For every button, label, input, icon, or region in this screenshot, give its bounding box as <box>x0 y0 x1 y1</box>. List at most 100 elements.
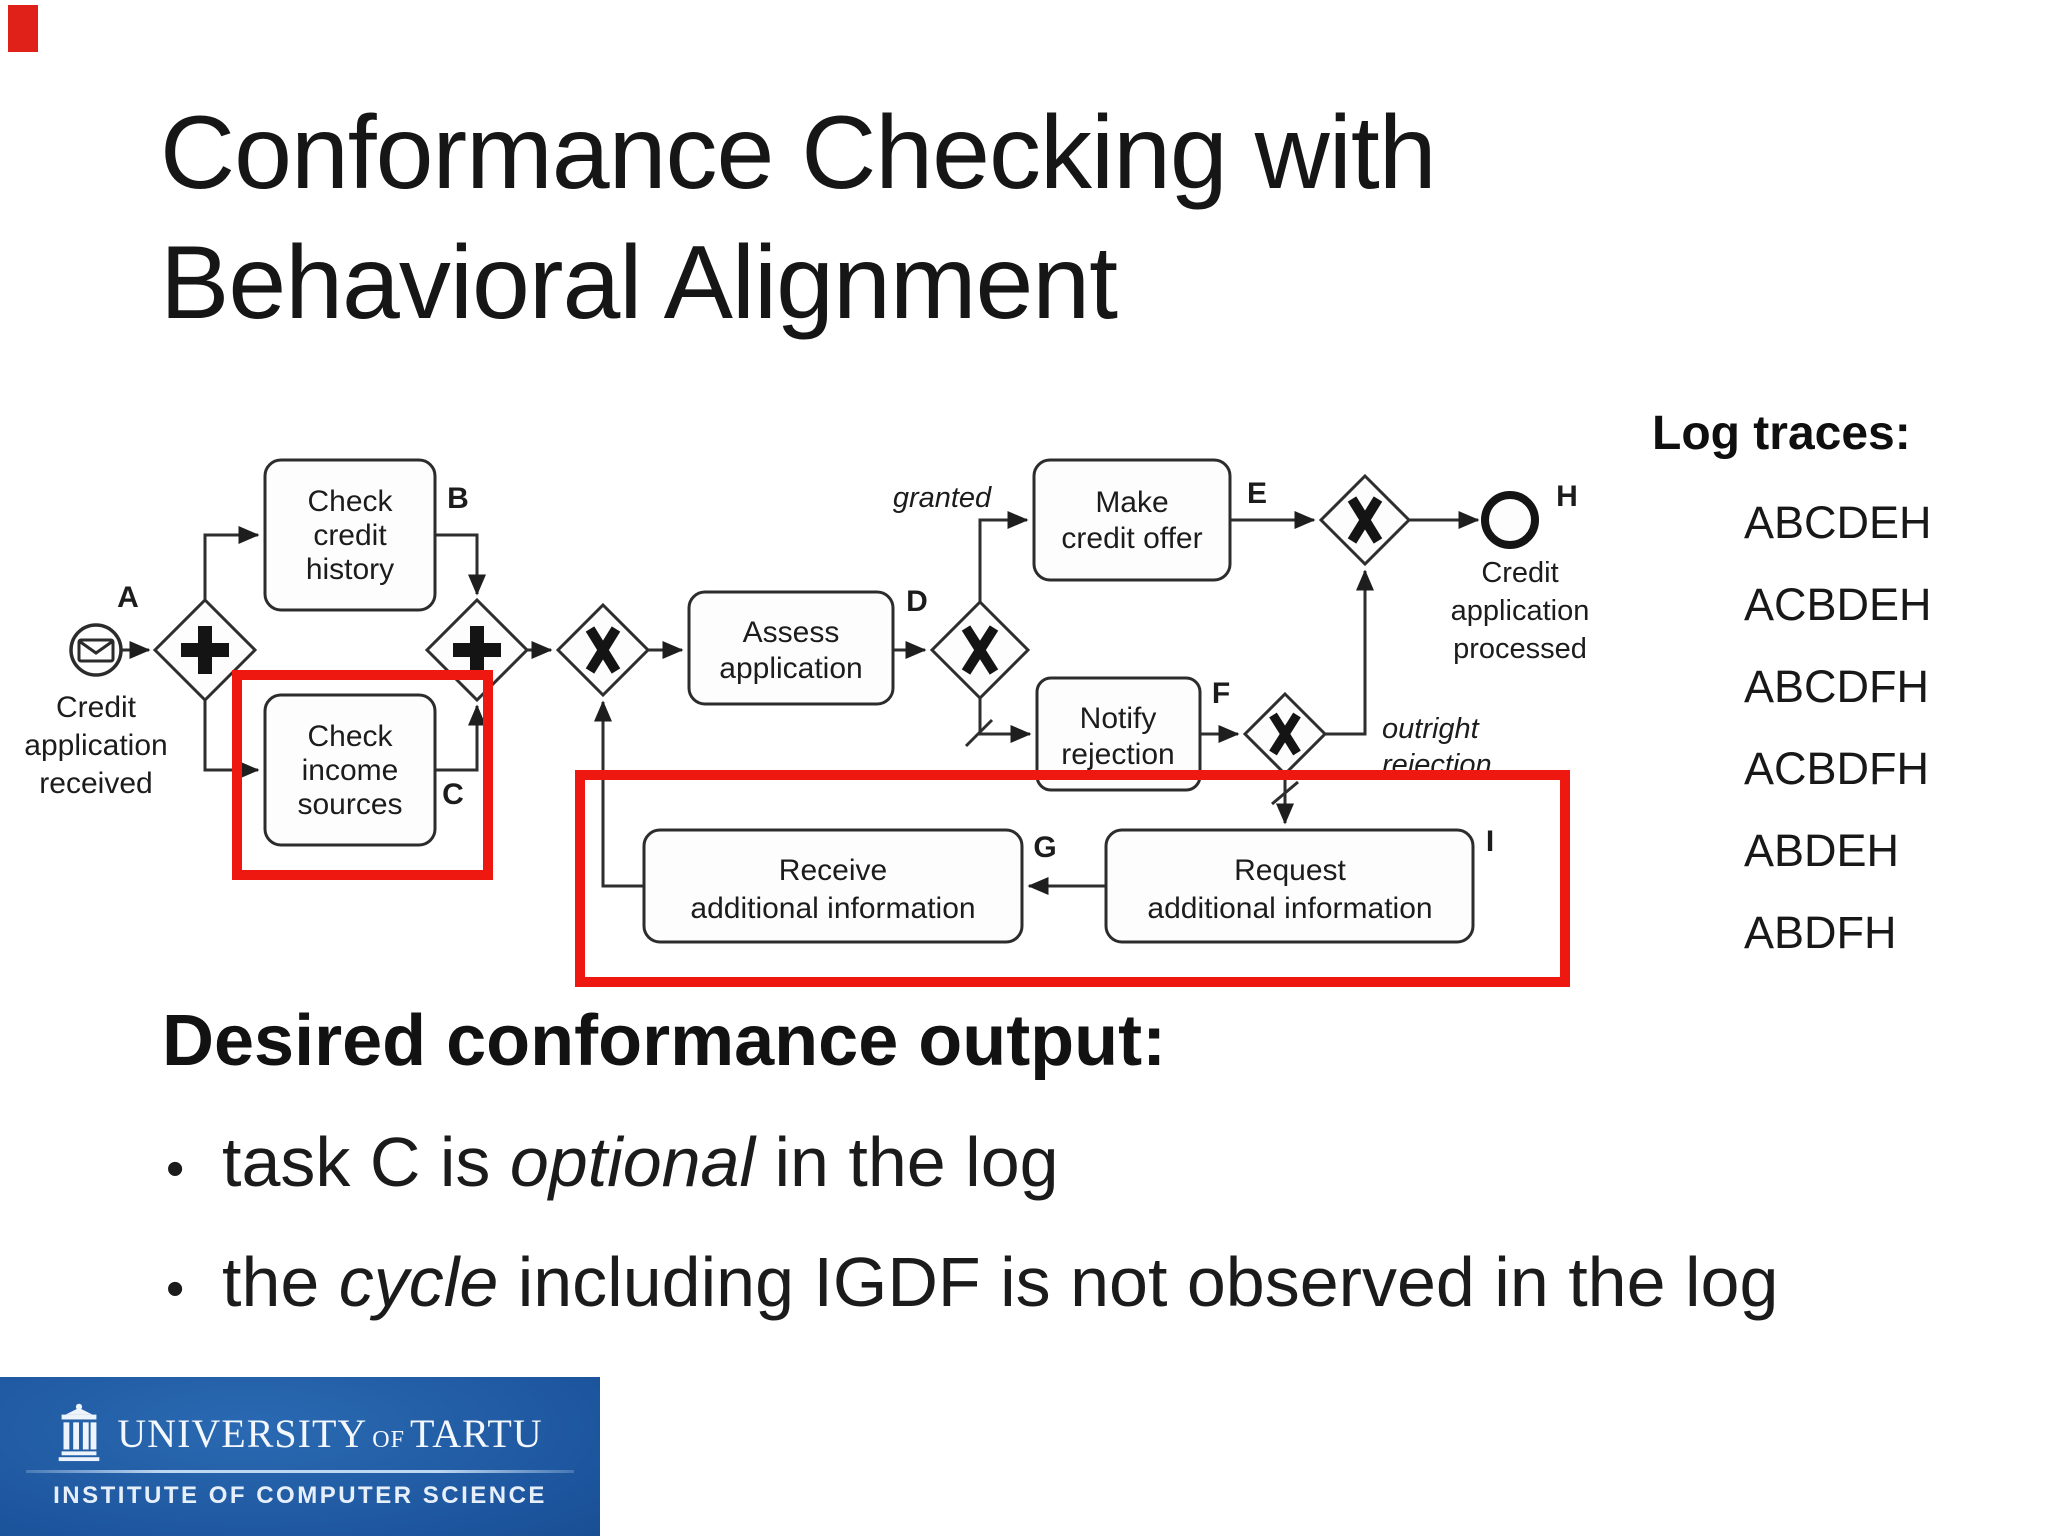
x-icon <box>961 625 999 675</box>
task-label: Request <box>1234 854 1346 887</box>
bullet-text-pre: task C is <box>222 1123 510 1201</box>
bullet-text: task C is optional in the log <box>222 1122 1059 1202</box>
bullet-text-pre: the <box>222 1243 339 1321</box>
log-traces-heading: Log traces: <box>1652 407 1911 460</box>
bullet-text-post: including IGDF is not observed in the lo… <box>498 1243 1779 1321</box>
xor-gateway-rejection-split <box>1242 691 1328 777</box>
tag-b: B <box>447 482 469 515</box>
tag-e: E <box>1247 477 1267 510</box>
task-assess-application: Assess application <box>687 590 895 706</box>
start-event-label: received <box>39 767 152 800</box>
slide-title: Conformance Checking with Behavioral Ali… <box>160 88 1437 348</box>
x-icon <box>1347 496 1383 544</box>
slide-title-line-1: Conformance Checking with <box>160 95 1437 211</box>
bullet-text: the cycle including IGDF is not observed… <box>222 1242 1778 1322</box>
bullet-task-c-optional: • task C is optional in the log <box>166 1122 1059 1202</box>
red-highlight-check-income <box>232 670 493 880</box>
log-trace-item: ABCDFH <box>1744 661 1930 712</box>
x-icon <box>1269 712 1301 756</box>
task-label: Check <box>307 485 393 518</box>
red-highlight-loop-cycle <box>575 770 1570 987</box>
conformance-heading: Desired conformance output: <box>162 1001 1167 1081</box>
parallel-gateway-split <box>152 597 258 703</box>
university-building-icon <box>58 1403 100 1462</box>
red-corner-marker <box>8 5 38 52</box>
task-label: Receive <box>779 854 887 887</box>
bullet-text-post: in the log <box>755 1123 1059 1201</box>
flow-granted-to-make-offer <box>978 511 1029 602</box>
tag-h: H <box>1556 480 1578 513</box>
flow-split-to-check-credit <box>203 526 260 600</box>
log-trace-item: ABCDEH <box>1744 497 1932 548</box>
task-label: application <box>719 652 862 685</box>
xor-gateway-decision <box>929 599 1031 701</box>
default-flow-slash <box>964 718 994 748</box>
edge-label-outright: outright <box>1382 713 1481 745</box>
bullet-cycle-not-observed: • the cycle including IGDF is not observ… <box>166 1242 1778 1322</box>
task-label: Assess <box>743 616 840 649</box>
end-event-label: processed <box>1453 633 1587 665</box>
log-trace-item: ACBDFH <box>1744 743 1930 794</box>
flow-outright-rejection <box>1325 569 1374 736</box>
log-trace-item: ABDFH <box>1744 907 1897 958</box>
flow-receive-loop-back <box>594 700 644 888</box>
task-notify-rejection: Notify rejection <box>1035 676 1202 792</box>
logo-name-tartu: TARTU <box>409 1410 543 1456</box>
start-event-label: application <box>24 729 167 762</box>
task-label: income <box>302 754 399 787</box>
xor-gateway-loop-merge <box>555 602 651 698</box>
logo-subtitle: INSTITUTE OF COMPUTER SCIENCE <box>53 1482 547 1509</box>
log-trace-item: ABDEH <box>1744 825 1900 876</box>
task-check-credit-history: Check credit history <box>263 458 437 612</box>
task-label: Make <box>1095 486 1168 519</box>
tag-g: G <box>1033 831 1056 864</box>
logo-name-of: OF <box>372 1426 405 1453</box>
tag-c: C <box>442 778 464 811</box>
start-event-label: Credit <box>56 691 137 724</box>
bullet-icon: • <box>166 1260 185 1318</box>
task-label: credit offer <box>1061 522 1202 555</box>
message-envelope-icon <box>77 638 115 663</box>
default-flow-slash <box>1271 780 1299 806</box>
x-icon <box>585 626 621 674</box>
flow-default-to-notify <box>978 698 1032 743</box>
tag-i: I <box>1486 825 1494 858</box>
tag-d: D <box>906 585 928 618</box>
task-label: Notify <box>1080 702 1157 735</box>
task-check-income-sources: Check income sources <box>263 693 437 847</box>
end-event-label: application <box>1451 595 1590 627</box>
task-label: history <box>306 553 394 586</box>
bpmn-process-diagram: Credit application received A <box>24 458 1590 987</box>
task-label: additional information <box>1147 892 1432 925</box>
task-make-credit-offer: Make credit offer <box>1032 458 1232 582</box>
task-request-additional-information: Request additional information <box>1104 828 1475 944</box>
flow-split-to-check-income <box>203 700 260 779</box>
bullet-icon: • <box>166 1140 185 1198</box>
slide-title-line-2: Behavioral Alignment <box>160 225 1118 341</box>
logo-name-university: UNIVERSITY <box>117 1410 368 1456</box>
task-label: rejection <box>1061 738 1174 771</box>
plus-icon <box>181 626 229 674</box>
bullet-text-italic: optional <box>509 1123 756 1201</box>
task-label: Check <box>307 720 393 753</box>
plus-icon <box>453 626 501 674</box>
end-event <box>1481 491 1539 549</box>
log-trace-item: ACBDEH <box>1744 579 1932 630</box>
flow-check-credit-to-join <box>435 533 486 596</box>
parallel-gateway-join <box>424 597 530 703</box>
edge-label-granted: granted <box>893 482 992 514</box>
log-traces-list: ABCDEH ACBDEH ABCDFH ACBDFH ABDEH ABDFH <box>1744 482 1932 974</box>
end-event-label: Credit <box>1481 557 1558 589</box>
xor-gateway-end-merge <box>1318 473 1412 567</box>
tag-f: F <box>1212 677 1230 710</box>
logo-divider <box>26 1470 574 1473</box>
task-label: additional information <box>690 892 975 925</box>
bullet-text-italic: cycle <box>338 1243 499 1321</box>
task-label: credit <box>313 519 387 552</box>
flow-check-income-to-join <box>435 704 486 772</box>
